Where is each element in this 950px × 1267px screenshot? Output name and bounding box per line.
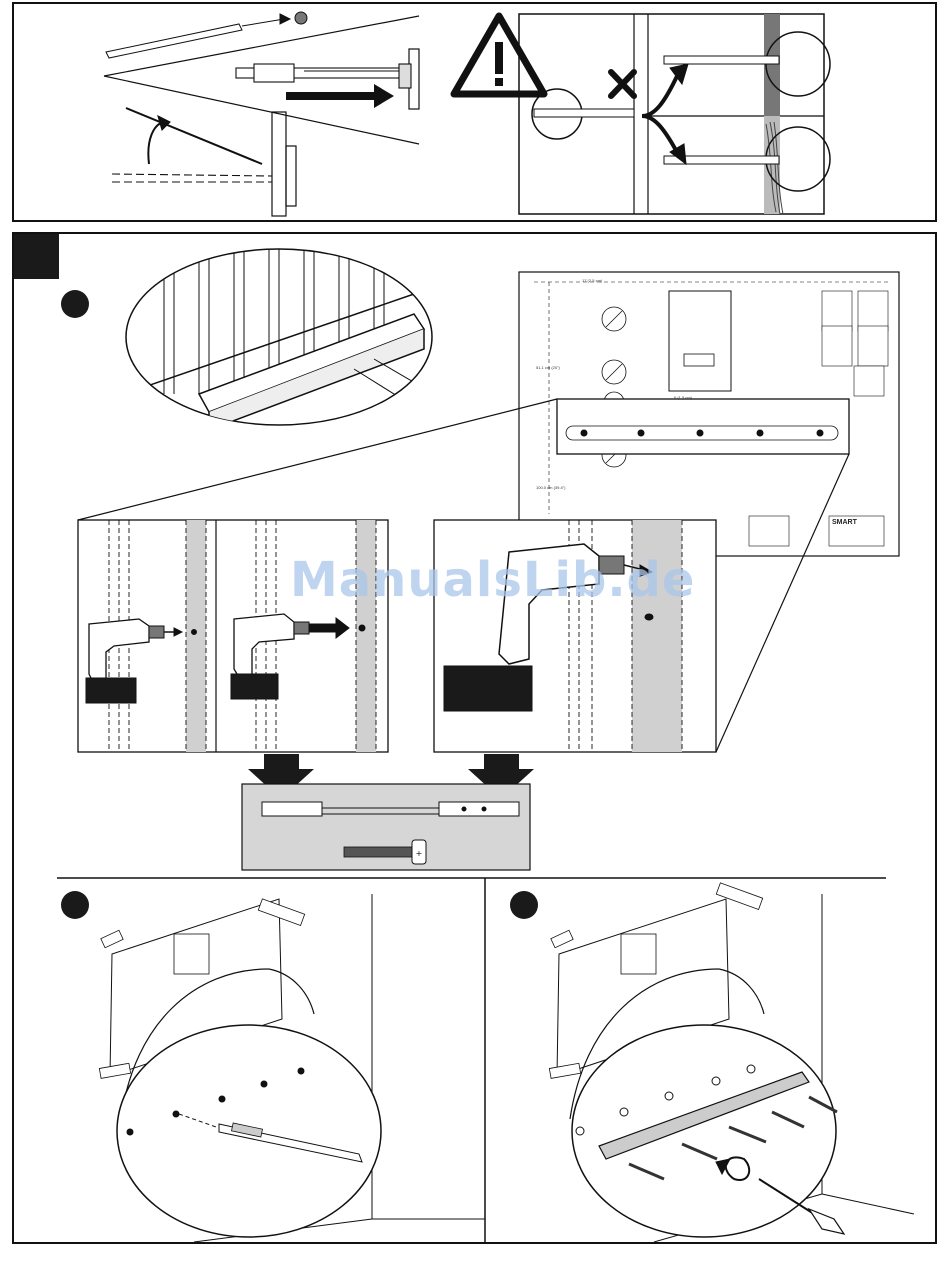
step-circle-icon-3 (510, 891, 538, 919)
template-dim-4: 100.0 cm (39.4") (536, 485, 566, 490)
warning-triangle-icon (454, 16, 544, 94)
main-instruction-panel: 17 (2.5 cm) 51.1 cm (20") 6 (1.5 cm) 100… (12, 232, 937, 1244)
x-mark-icon (611, 72, 634, 96)
drill-zoomed-panel (434, 520, 716, 752)
step-circle-icon-2 (61, 891, 89, 919)
correct-incorrect-installation-box (519, 14, 830, 214)
wall-studs-magnified-oval (124, 244, 434, 430)
template-dim-3: 6 (1.5 cm) (674, 395, 693, 400)
drill-pilot-hole-panel (78, 520, 388, 752)
toggle-anchor-drawing (236, 64, 411, 88)
template-dim-1: 17 (2.5 cm) (582, 278, 603, 283)
template-brand-label: SMART (832, 519, 858, 526)
svg-text:+: + (416, 849, 423, 858)
svg-text:51.1 cm (20"): 51.1 cm (20") (536, 365, 561, 370)
svg-text:SMART: SMART (832, 519, 858, 526)
push-direction-arrow (286, 84, 394, 108)
svg-text:17 (2.5 cm): 17 (2.5 cm) (582, 278, 603, 283)
anchor-with-cap (106, 12, 307, 58)
anchor-installation-panel (12, 2, 937, 222)
screw-head-mark: + (416, 849, 423, 858)
bracket-screw-installation (549, 883, 914, 1242)
step-circle-icon (61, 290, 89, 318)
mounting-template-sheet: 17 (2.5 cm) 51.1 cm (20") 6 (1.5 cm) 100… (519, 272, 899, 556)
svg-text:6 (1.5 cm): 6 (1.5 cm) (674, 395, 693, 400)
svg-text:100.0 cm (39.4"): 100.0 cm (39.4") (536, 485, 566, 490)
anchor-strap-tilting (112, 108, 272, 182)
template-dim-2: 51.1 cm (20") (536, 365, 561, 370)
anchor-and-screw-hardware: + (242, 784, 530, 870)
template-wall-anchor-insert (99, 894, 485, 1242)
